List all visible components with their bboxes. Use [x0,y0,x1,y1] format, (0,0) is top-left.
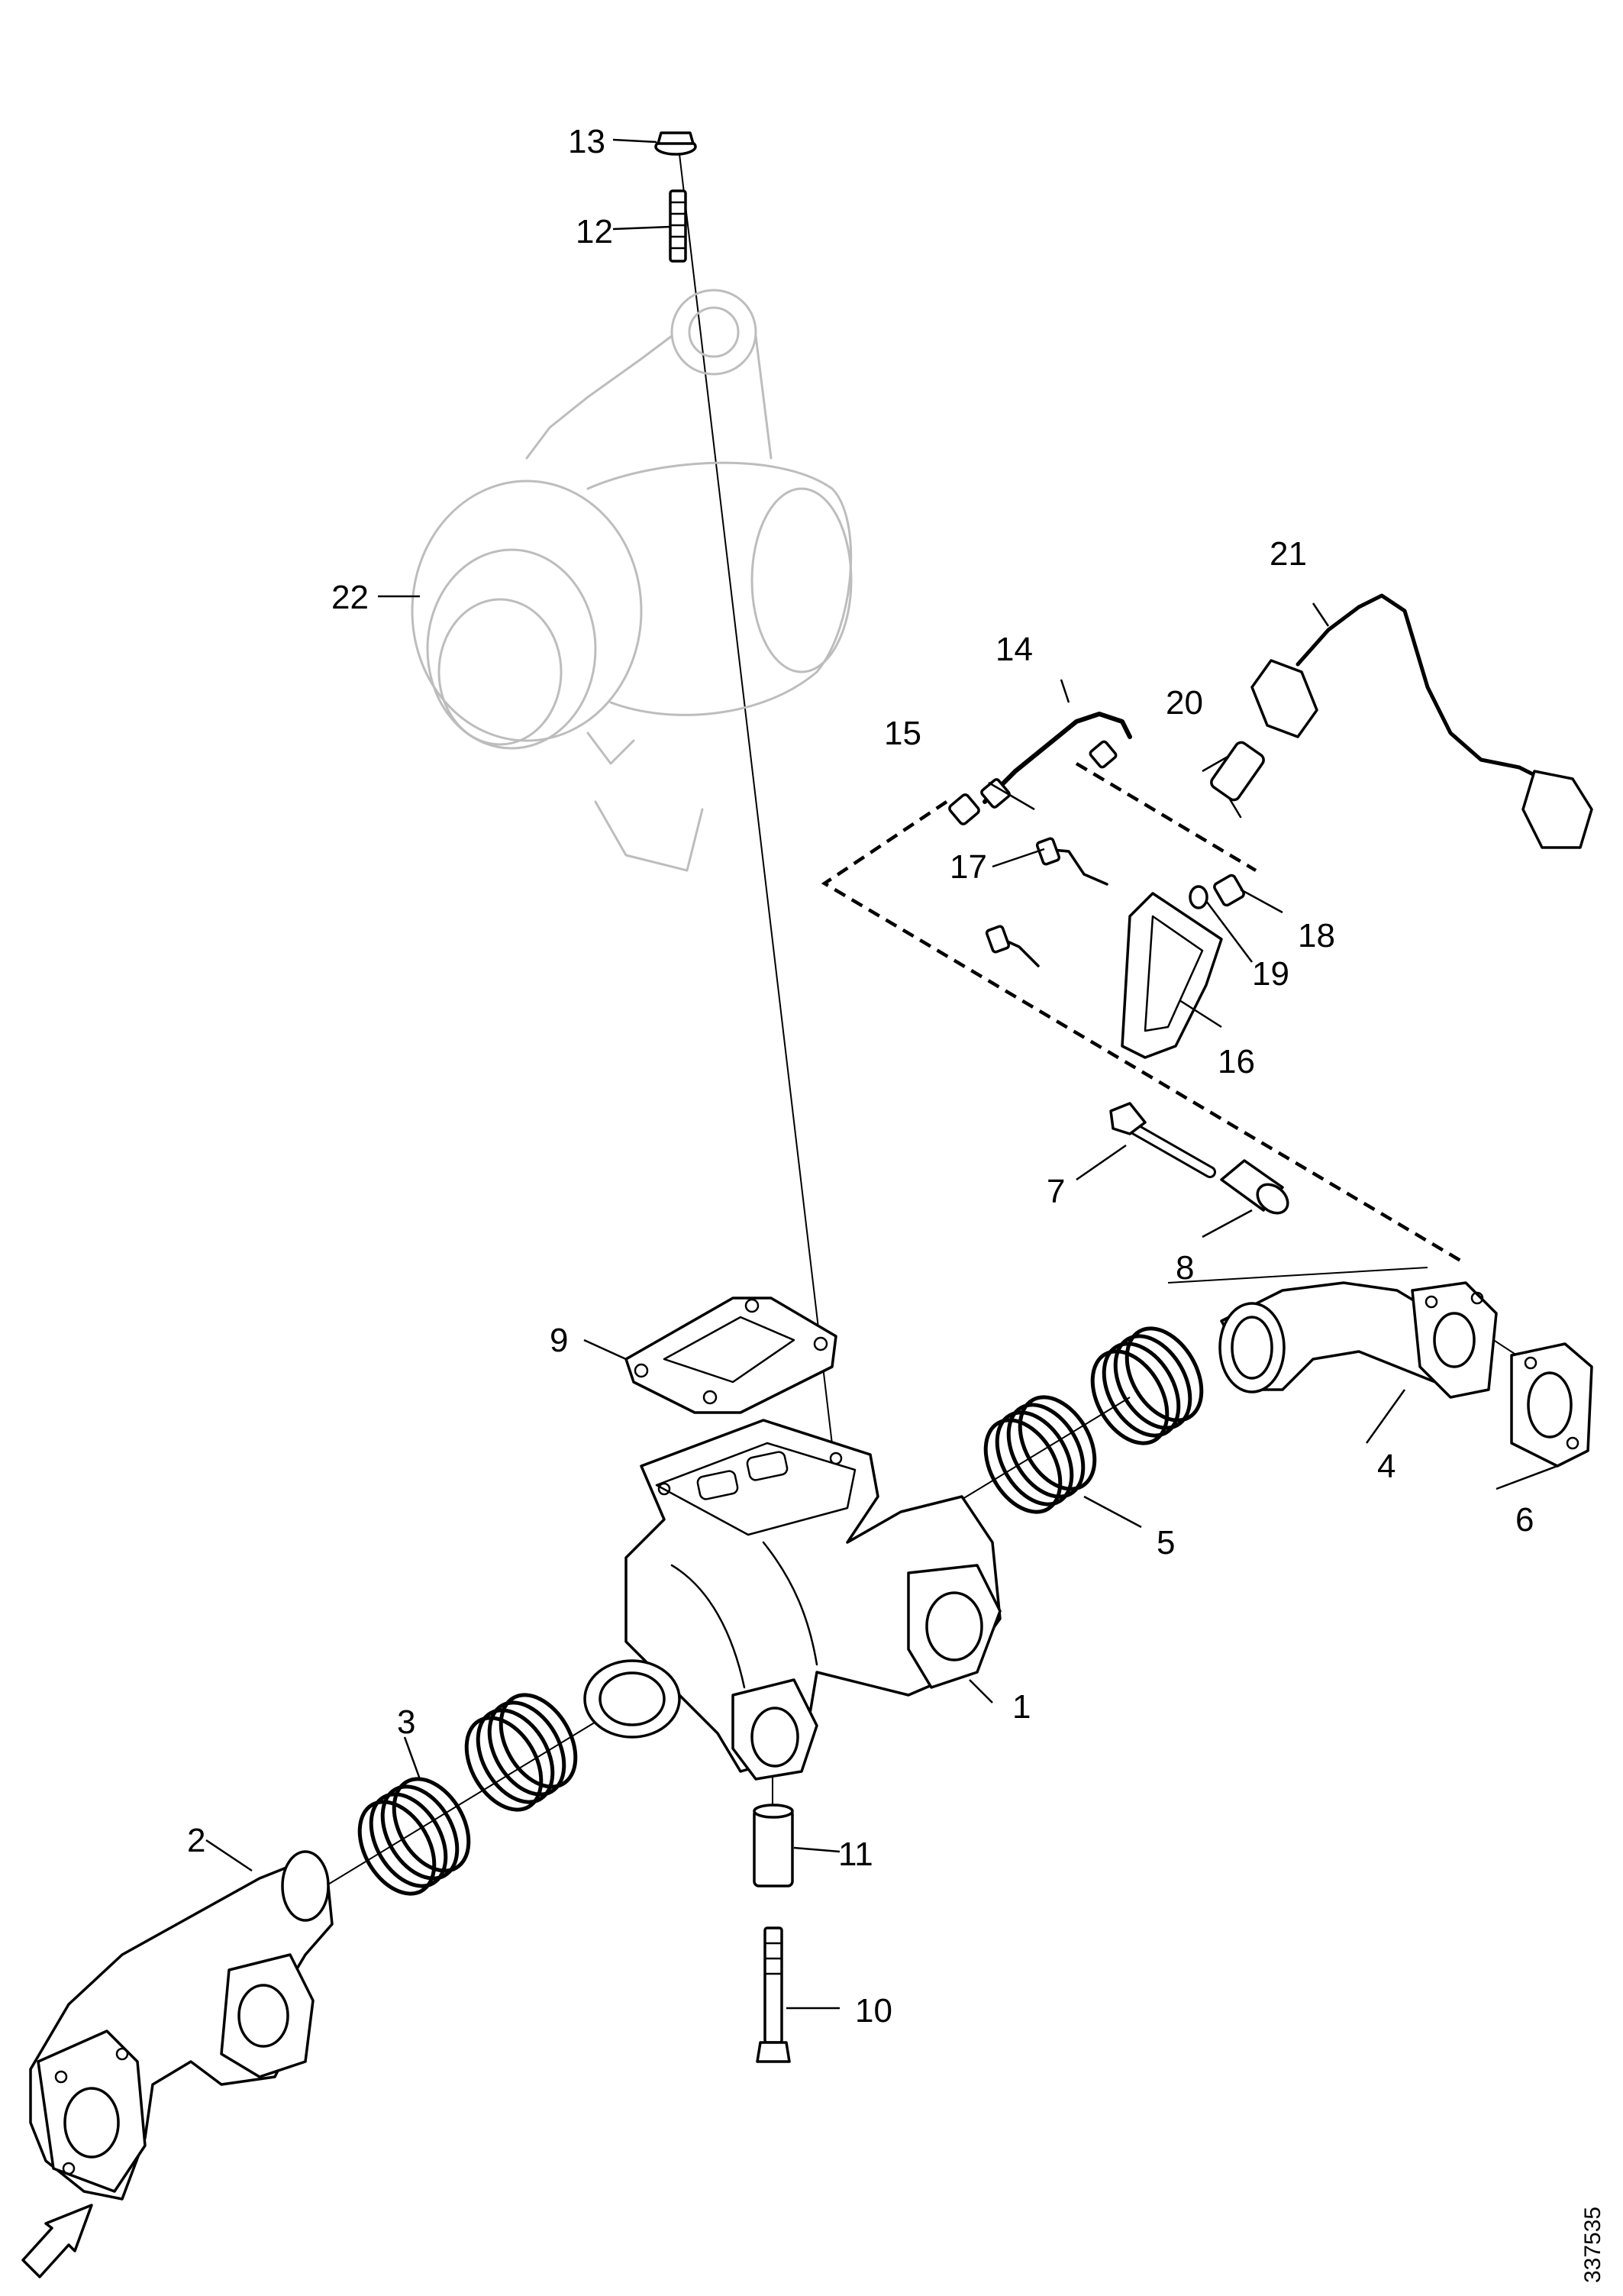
callout-15: 15 [884,715,921,752]
sealing-washer [1189,885,1208,909]
adapter-fitting [948,793,980,825]
bellows-front-left [357,1777,471,1896]
callout-12: 12 [576,213,613,250]
callout-10: 10 [855,1992,892,2030]
sensor-pipe [980,712,1132,809]
callout-18: 18 [1298,917,1335,954]
flange-nut [654,131,697,156]
leader-lines [205,138,1558,2010]
document-number: 337535 [1580,2207,1605,2283]
callout-11: 11 [838,1836,873,1873]
manifold-center-section [583,1419,1002,1781]
gasket-end [1510,1342,1593,1468]
nipple-fitting [1213,874,1245,907]
bellows-rear-right [1090,1326,1204,1445]
callout-19: 19 [1252,955,1289,993]
callout-2: 2 [187,1822,205,1859]
callout-21: 21 [1270,535,1307,573]
callout-14: 14 [995,631,1033,668]
manifold-rear-section [1218,1281,1498,1399]
callout-1: 1 [1012,1688,1031,1726]
callout-16: 16 [1218,1043,1255,1080]
callout-22: 22 [331,579,369,616]
callout-5: 5 [1157,1524,1175,1561]
callout-20: 20 [1166,684,1203,722]
callout-3: 3 [397,1703,415,1741]
spacer-sleeve [1220,1159,1289,1215]
bellows-front-right [464,1693,578,1812]
bolt [1109,1102,1216,1178]
stud-lower [756,1926,791,2063]
spacer-sleeve-lower [753,1804,794,1887]
callout-8: 8 [1176,1249,1194,1287]
arrow-down-left-icon [21,2204,93,2278]
dashed-connection-lines [821,762,1467,1265]
gasket-turbo-flange [624,1297,837,1414]
callout-9: 9 [550,1322,568,1359]
callout-17: 17 [950,848,987,886]
turbocharger [411,289,853,872]
bracket [1121,892,1223,1059]
callout-labels: 1 2 3 4 5 6 7 8 9 10 11 12 13 14 15 16 1… [187,123,1534,2030]
stud [669,189,687,263]
callout-7: 7 [1047,1173,1065,1210]
callout-6: 6 [1515,1501,1534,1539]
bracket-screws [985,837,1108,967]
bellows-rear-left [983,1395,1097,1514]
pressure-sensor [1210,741,1265,819]
callout-13: 13 [568,123,605,160]
callout-4: 4 [1377,1448,1396,1485]
manifold-front-section [29,1850,334,2201]
sensor-cable [1250,593,1593,849]
